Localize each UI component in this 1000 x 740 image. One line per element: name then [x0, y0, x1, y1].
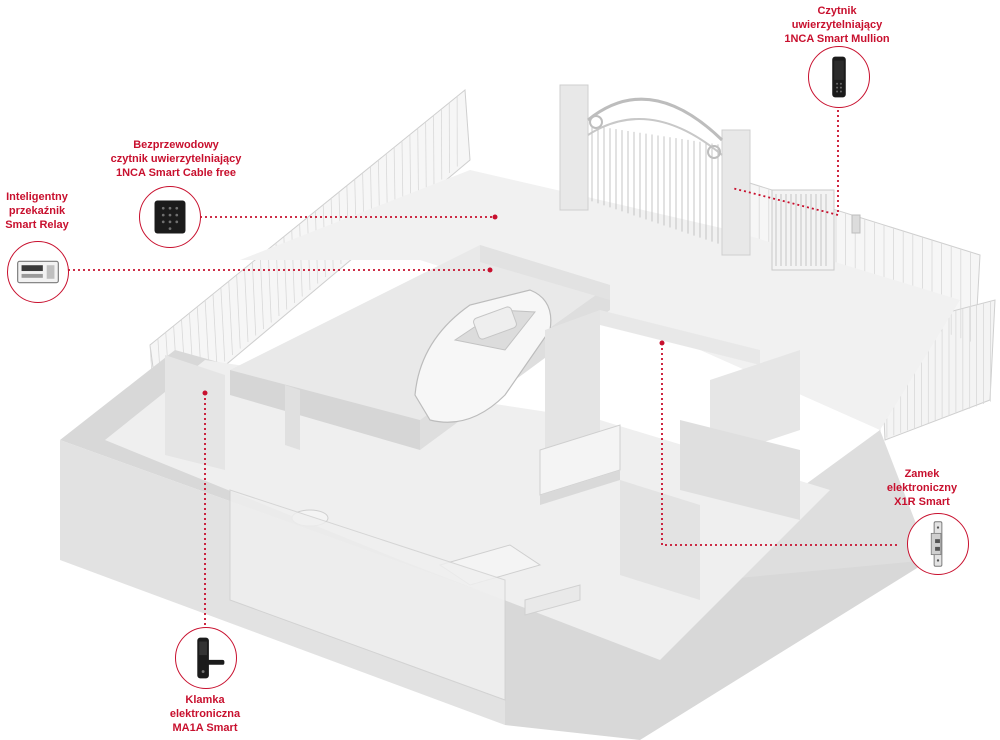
leader-lock — [661, 343, 900, 546]
label-mullion: Czytnik uwierzytelniający 1NCA Smart Mul… — [784, 5, 890, 45]
label-cable-free: Bezprzewodowy czytnik uwierzytelniający … — [110, 139, 242, 179]
gate-bars — [591, 125, 827, 266]
mortise-lock-icon — [907, 513, 969, 575]
door-handle-icon — [175, 627, 237, 689]
relay-box-icon — [7, 241, 69, 303]
label-lock: Zamek elektroniczny X1R Smart — [886, 468, 958, 508]
leader-mullion — [731, 100, 839, 217]
label-handle: Klamka elektroniczna MA1A Smart — [169, 694, 241, 734]
mullion-reader-icon — [808, 46, 870, 108]
label-relay: Inteligentny przekaźnik Smart Relay — [5, 191, 69, 231]
gate — [559, 84, 861, 271]
house — [60, 245, 930, 740]
leader-lines — [68, 100, 900, 632]
keypad-reader-icon — [139, 186, 201, 248]
